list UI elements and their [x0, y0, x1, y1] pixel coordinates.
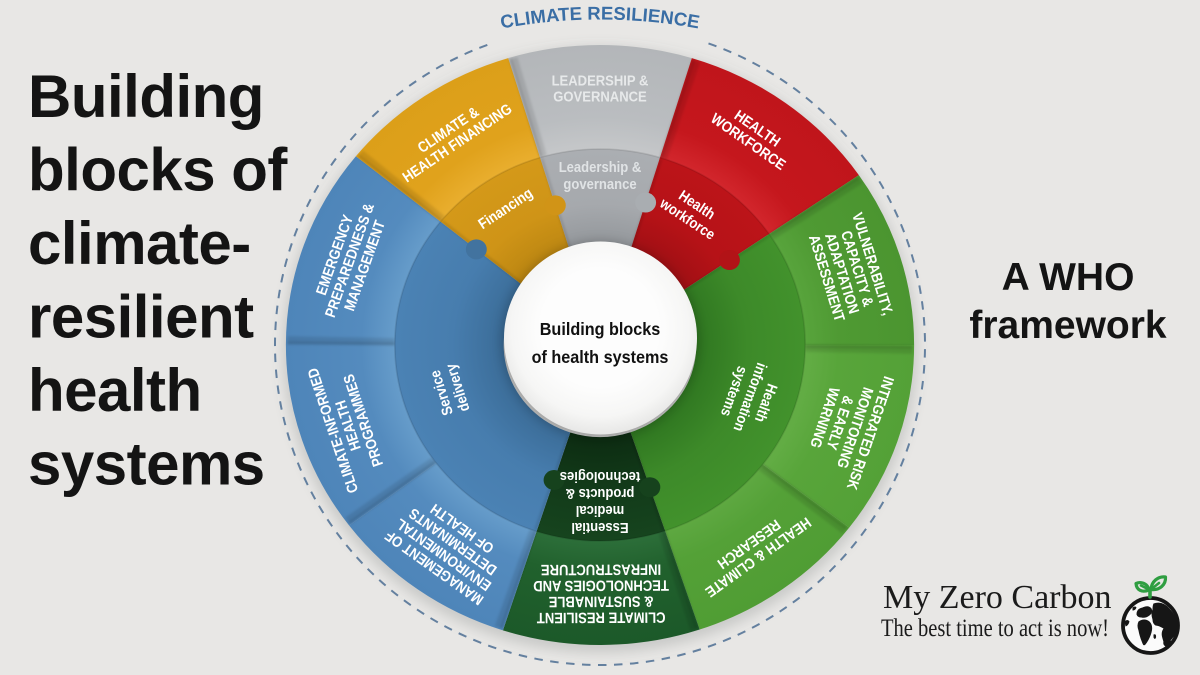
svg-text:framework: framework: [969, 304, 1167, 347]
svg-text:systems: systems: [28, 431, 265, 498]
svg-text:Building blocks: Building blocks: [540, 319, 661, 339]
svg-text:of health systems: of health systems: [532, 347, 669, 367]
svg-text:resilient: resilient: [28, 284, 254, 351]
svg-text:The best time to act is now!: The best time to act is now!: [881, 615, 1109, 642]
svg-text:VULNERABILITY,CAPACITY &ADAPTA: VULNERABILITY,CAPACITY &ADAPTATIONASSESS…: [803, 210, 897, 331]
svg-text:A WHO: A WHO: [1002, 256, 1135, 299]
svg-text:Building: Building: [28, 63, 264, 130]
svg-text:blocks of: blocks of: [28, 137, 288, 204]
svg-text:health: health: [28, 357, 202, 424]
svg-text:Essentialmedicalproducts &tech: Essentialmedicalproducts &technologies: [560, 469, 641, 537]
svg-text:Leadership &governance: Leadership &governance: [559, 158, 642, 192]
svg-text:My Zero Carbon: My Zero Carbon: [883, 579, 1112, 616]
svg-text:LEADERSHIP &GOVERNANCE: LEADERSHIP &GOVERNANCE: [552, 71, 649, 104]
svg-text:climate-: climate-: [28, 210, 251, 277]
svg-text:CLIMATE RESILIENT& SUSTAINABLE: CLIMATE RESILIENT& SUSTAINABLETECHNOLOGI…: [533, 561, 669, 627]
